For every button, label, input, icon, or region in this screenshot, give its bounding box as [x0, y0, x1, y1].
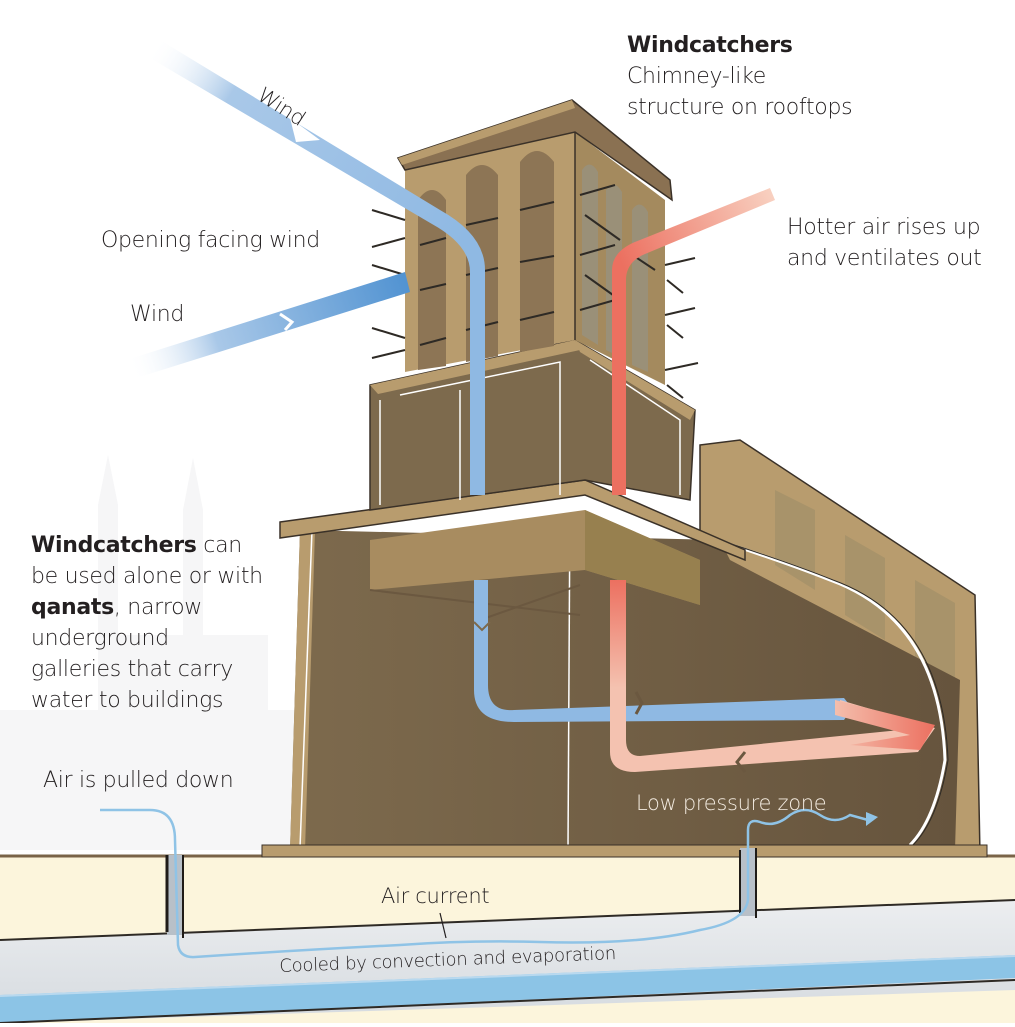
hotter-air-line-2: and ventilates out: [787, 246, 982, 271]
qanat-water: [0, 955, 1015, 1023]
qanat-note-line-6: water to buildings: [31, 688, 224, 713]
wind-lower-label: Wind: [130, 302, 185, 327]
hot-air-flow: [610, 188, 935, 773]
qanat-note-bold-windcatchers: Windcatchers: [31, 533, 197, 558]
subtitle-line-2: structure on rooftops: [627, 95, 853, 120]
air-current-leader: [439, 912, 447, 939]
qanat-note-line-2: be used alone or with: [31, 564, 263, 589]
ground: [0, 854, 1015, 1024]
qanat-note-line-1: Windcatchers can: [31, 530, 263, 561]
air-current-line: [100, 808, 869, 959]
qanat-note-line-3: qanats, narrow: [31, 592, 263, 623]
shaft-left: [165, 855, 184, 938]
qanat-note-text-2: , narrow: [113, 595, 202, 620]
air-current-arrowhead: [866, 812, 878, 826]
title-block: Windcatchers Chimney-like structure on r…: [627, 30, 853, 123]
subtitle-line-1: Chimney-like: [627, 64, 767, 89]
background-skyline: [0, 455, 300, 850]
hotter-air-label: Hotter air rises up and ventilates out: [787, 212, 982, 274]
qanat-note-bold-qanats: qanats: [31, 595, 114, 620]
air-current-label: Air current: [381, 884, 490, 908]
qanat-note-text-1: can: [196, 533, 242, 558]
title: Windcatchers: [627, 33, 793, 58]
tower-platform: [279, 479, 746, 621]
qanat-note-line-5: galleries that carry: [31, 657, 233, 682]
cool-air-flow: [473, 580, 852, 722]
opening-facing-wind-label: Opening facing wind: [101, 228, 320, 253]
wind-arrow-lower: [120, 272, 410, 380]
wind-arrow-top: [150, 40, 485, 495]
air-pulled-down-label: Air is pulled down: [43, 768, 234, 793]
qanat-note-line-4: underground: [31, 626, 169, 651]
hotter-air-line-1: Hotter air rises up: [787, 215, 981, 240]
low-pressure-zone-label: Low pressure zone: [636, 791, 827, 815]
qanat-note: Windcatchers can be used alone or with q…: [31, 530, 263, 716]
